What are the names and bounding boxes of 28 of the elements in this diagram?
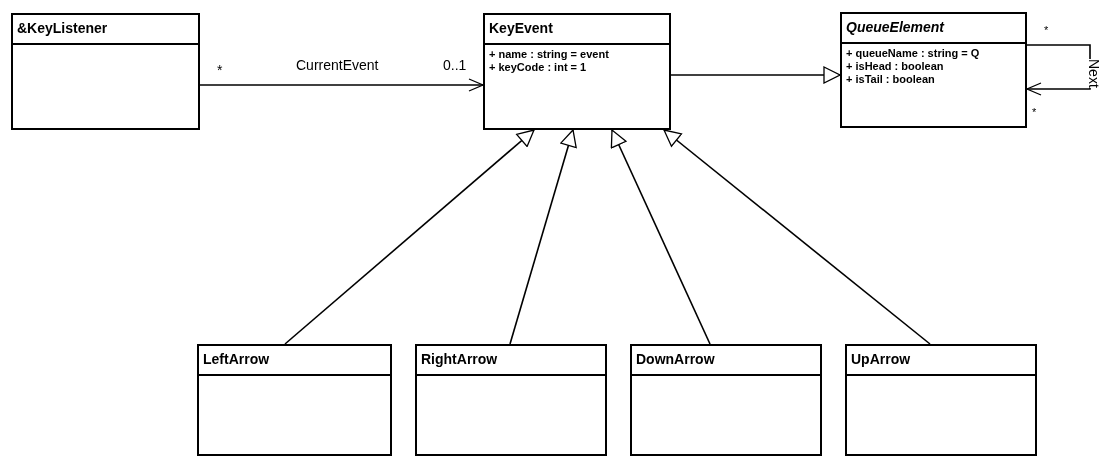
multiplicity-label: 0..1 xyxy=(443,57,467,73)
attribute-text: + keyCode : int = 1 xyxy=(489,61,587,74)
edge-label: CurrentEvent xyxy=(296,57,379,73)
generalization-arrow xyxy=(509,129,577,345)
generalization-arrow xyxy=(663,129,931,345)
generalization-arrow xyxy=(284,129,535,345)
class-name: UpArrow xyxy=(851,351,911,367)
attribute-text: + isHead : boolean xyxy=(846,60,944,73)
class-name: LeftArrow xyxy=(203,351,270,367)
class-box xyxy=(630,344,822,456)
class-box xyxy=(845,344,1037,456)
class-name: &KeyListener xyxy=(17,20,108,36)
class-box xyxy=(11,13,200,130)
class-box xyxy=(483,13,671,130)
attribute-text: + isTail : boolean xyxy=(846,73,935,86)
class-box xyxy=(840,12,1027,128)
attribute-text: + name : string = event xyxy=(489,48,609,61)
attribute-text: + queueName : string = Q xyxy=(846,47,980,60)
generalization-arrow xyxy=(610,129,711,345)
class-name: QueueElement xyxy=(846,19,945,35)
association-arrow xyxy=(199,78,484,92)
class-name: DownArrow xyxy=(636,351,715,367)
generalization-arrow xyxy=(670,66,841,84)
class-name: RightArrow xyxy=(421,351,498,367)
class-box xyxy=(197,344,392,456)
edge-label: Next xyxy=(1086,59,1102,88)
class-name: KeyEvent xyxy=(489,20,553,36)
class-box xyxy=(415,344,607,456)
